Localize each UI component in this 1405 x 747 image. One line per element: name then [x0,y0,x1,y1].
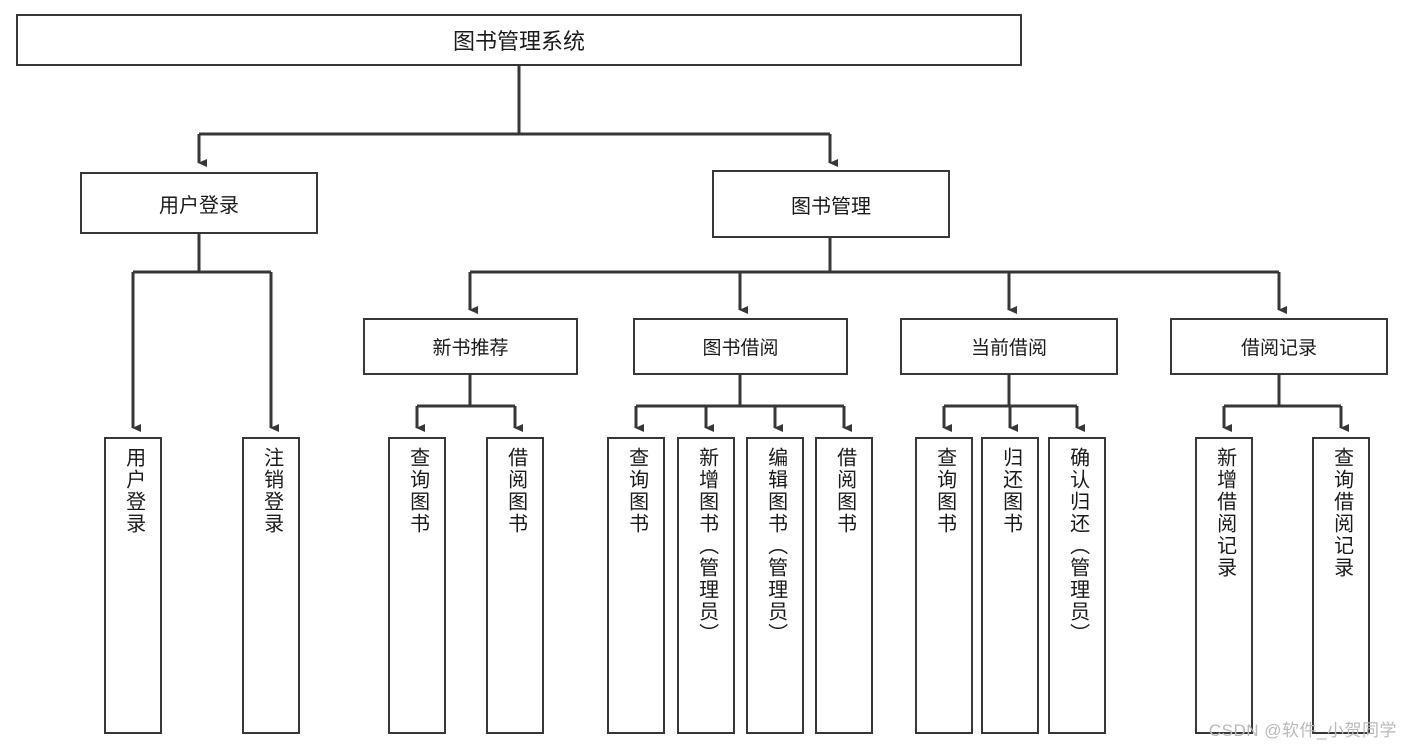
node-book-management-label: 图书管理 [791,195,871,218]
leaf-label: 归还图书 [999,447,1022,535]
node-user-login-label: 用户登录 [159,194,239,217]
node-user-login[interactable]: 用户登录 [80,172,318,234]
leaf-label: 查询借阅记录 [1330,447,1353,579]
leaf-recommend-query-book[interactable]: 查询图书 [388,437,446,734]
node-root-label: 图书管理系统 [452,29,585,54]
leaf-label: 用户登录 [122,447,145,535]
leaf-records-add-record[interactable]: 新增借阅记录 [1195,437,1253,734]
node-book-borrow[interactable]: 图书借阅 [633,318,848,375]
leaf-borrow-query-book[interactable]: 查询图书 [607,437,665,734]
leaf-label: 编辑图书（管理员） [764,447,787,645]
node-borrow-records[interactable]: 借阅记录 [1170,318,1388,375]
leaf-records-query-record[interactable]: 查询借阅记录 [1312,437,1370,734]
node-book-borrow-label: 图书借阅 [702,338,779,359]
leaf-label: 查询图书 [406,447,429,535]
node-book-management[interactable]: 图书管理 [712,170,950,238]
leaf-label: 查询图书 [625,447,648,535]
node-root-book-management-system[interactable]: 图书管理系统 [16,14,1022,66]
leaf-label: 确认归还（管理员） [1066,447,1089,645]
leaf-label: 新增图书（管理员） [695,447,718,645]
leaf-label: 新增借阅记录 [1213,447,1236,579]
leaf-current-confirm-return-admin[interactable]: 确认归还（管理员） [1048,437,1106,734]
leaf-user-login-logout[interactable]: 注销登录 [242,437,300,734]
leaf-label: 借阅图书 [504,447,527,535]
leaf-label: 注销登录 [260,447,283,535]
leaf-label: 借阅图书 [833,447,856,535]
leaf-user-login-do-login[interactable]: 用户登录 [104,437,162,734]
csdn-watermark: CSDN @软件_小贺同学 [1208,721,1397,740]
leaf-current-return-book[interactable]: 归还图书 [981,437,1039,734]
leaf-borrow-add-book-admin[interactable]: 新增图书（管理员） [677,437,735,734]
node-new-book-recommend[interactable]: 新书推荐 [363,318,578,375]
node-current-borrow[interactable]: 当前借阅 [900,318,1118,375]
node-borrow-records-label: 借阅记录 [1240,338,1317,359]
leaf-borrow-edit-book-admin[interactable]: 编辑图书（管理员） [746,437,804,734]
leaf-current-query-book[interactable]: 查询图书 [915,437,973,734]
leaf-label: 查询图书 [933,447,956,535]
node-new-book-recommend-label: 新书推荐 [432,338,509,359]
leaf-recommend-borrow-book[interactable]: 借阅图书 [486,437,544,734]
node-current-borrow-label: 当前借阅 [970,338,1047,359]
leaf-borrow-borrow-book[interactable]: 借阅图书 [815,437,873,734]
